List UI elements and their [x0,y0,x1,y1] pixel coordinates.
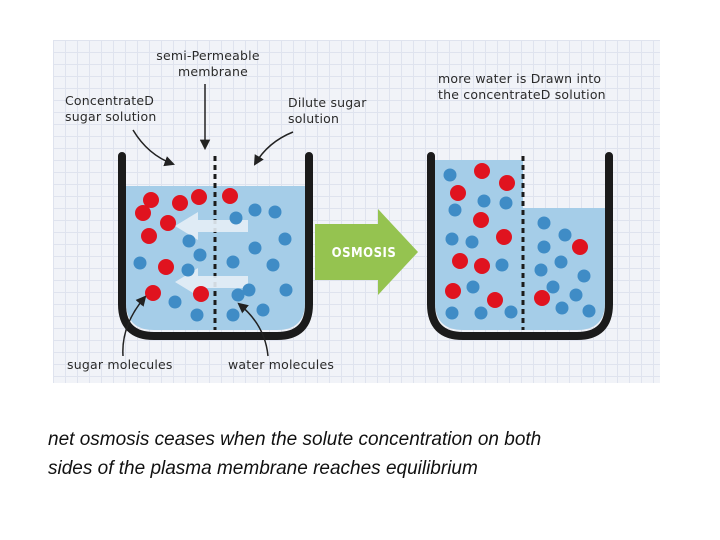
flow-arrow-upper [175,212,248,240]
water-molecule [448,203,462,217]
dilute-pointer-arrow [253,131,294,166]
sugar-molecule [473,212,489,228]
concentrated-label-line1: ConcentrateD [65,93,154,108]
annotation-arrows [122,84,294,357]
concentrated-pointer-arrow [132,129,175,167]
sugar-molecule [193,286,209,302]
water-molecule [256,303,270,317]
left-container [118,152,313,340]
water-molecule [466,280,480,294]
water-molecules-label: water molecules [228,357,334,372]
sugar-molecule [191,189,207,205]
water-molecule [537,240,551,254]
water-molecule [534,263,548,277]
caption-line-2: sides of the plasma membrane reaches equ… [48,458,478,479]
water-molecule [229,211,243,225]
water-molecule [181,263,195,277]
sugar-molecule [496,229,512,245]
semi-permeable-label-line2: membrane [178,64,248,79]
water-molecule [182,234,196,248]
concentrated-label-line2: sugar solution [65,109,156,124]
water-molecule [168,295,182,309]
dilute-label-line1: Dilute sugar [288,95,367,110]
sugar-molecule [450,185,466,201]
dilute-label-line2: solution [288,111,339,126]
sugar-molecule [172,195,188,211]
sugar-molecule [135,205,151,221]
sugar-molecule [143,192,159,208]
water-molecule [248,241,262,255]
sugar-molecule [160,215,176,231]
water-molecule [279,283,293,297]
water-molecule [465,235,479,249]
water-molecule [569,288,583,302]
drawn-into-label-line2: the concentrateD solution [438,87,606,102]
water-molecule [266,258,280,272]
caption: net osmosis ceases when the solute conce… [48,425,648,483]
water-molecule [193,248,207,262]
sugar-molecule [474,163,490,179]
right-container [427,152,613,340]
osmosis-arrow-label: OSMOSIS [332,246,397,261]
left-flow-arrows [175,212,248,296]
water-molecule [546,280,560,294]
osmosis-diagram: OSMOSIS [53,40,660,383]
right-container-wall [427,152,613,340]
water-molecule [268,205,282,219]
sugar-molecule [445,283,461,299]
sugar-molecule [474,258,490,274]
water-molecule [133,256,147,270]
water-molecule [477,194,491,208]
sugar-molecule [158,259,174,275]
sugar-molecule [145,285,161,301]
water-molecule [554,255,568,269]
sugar-molecule [141,228,157,244]
flow-arrow-lower [175,268,248,296]
water-molecule-pointer-arrow [237,302,269,357]
osmosis-diagram-svg: OSMOSIS [65,48,613,372]
water-molecule [495,258,509,272]
sugar-molecule [572,239,588,255]
water-molecule [504,305,518,319]
water-molecule [242,283,256,297]
water-molecule [445,306,459,320]
water-molecule [248,203,262,217]
water-molecule [231,288,245,302]
water-molecule [555,301,569,315]
water-molecule [537,216,551,230]
sugar-molecule [452,253,468,269]
sugar-molecule-pointer-arrow [122,295,147,357]
right-molecules [443,163,596,320]
osmosis-arrow: OSMOSIS [315,209,418,295]
water-molecule [499,196,513,210]
drawn-into-label-line1: more water is Drawn into [438,71,601,86]
water-molecule [474,306,488,320]
water-molecule [582,304,596,318]
annotations: semi-Permeable membrane ConcentrateD sug… [65,48,606,372]
sugar-molecule [499,175,515,191]
water-molecule [445,232,459,246]
sugar-molecule [534,290,550,306]
water-molecule [226,255,240,269]
left-molecules [133,188,293,322]
water-molecule [577,269,591,283]
water-molecule [443,168,457,182]
water-molecule [226,308,240,322]
caption-line-1: net osmosis ceases when the solute conce… [48,429,542,450]
water-molecule [190,308,204,322]
semi-permeable-label-line1: semi-Permeable [156,48,260,63]
water-molecule [558,228,572,242]
left-container-wall [118,152,313,340]
sugar-molecule [222,188,238,204]
sugar-molecule [487,292,503,308]
water-molecule [278,232,292,246]
sugar-molecules-label: sugar molecules [67,357,173,372]
